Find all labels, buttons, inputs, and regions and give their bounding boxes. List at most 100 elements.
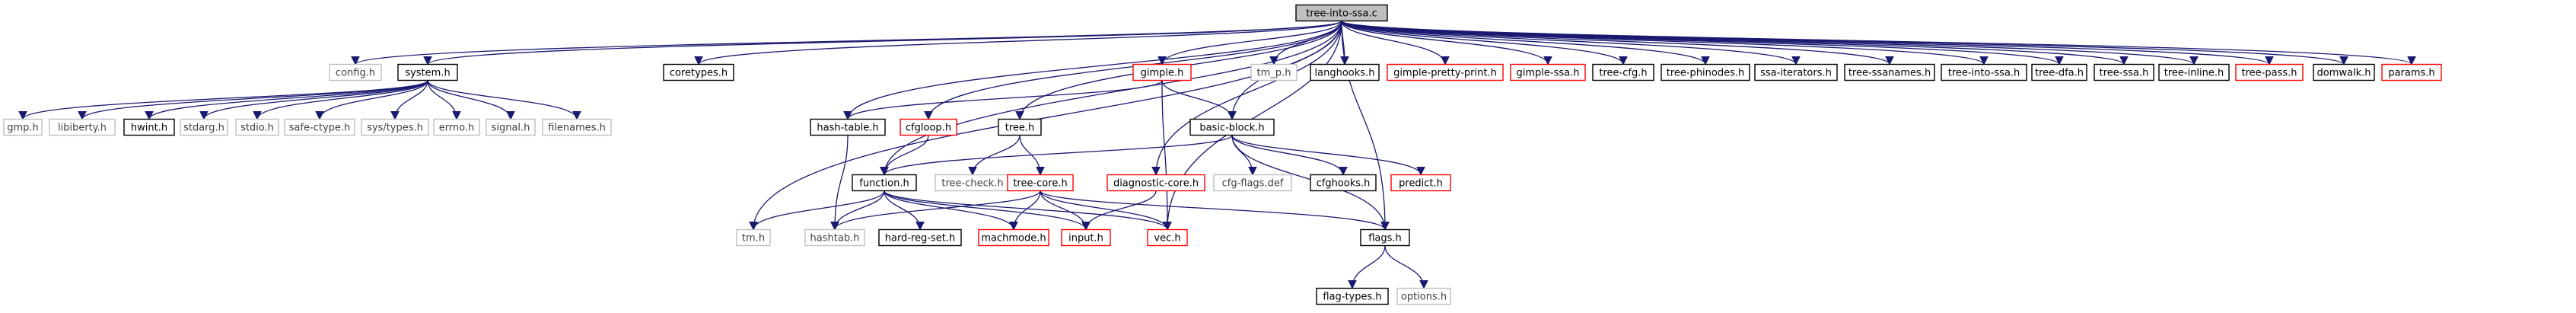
edge-line [1341,20,1801,65]
edge-line [253,80,428,120]
edge-line [1161,80,1237,120]
node-sys-types-h[interactable]: sys/types.h [361,118,429,136]
node-function-h[interactable]: function.h [852,174,917,192]
node-tree-phinodes-h[interactable]: tree-phinodes.h [1661,63,1750,81]
node-box [1007,174,1074,192]
node-box [1189,118,1275,136]
edge-line [427,80,461,120]
node-gimple-h[interactable]: gimple.h [1132,63,1192,81]
node-label: tree-cfg.h [1599,68,1647,79]
node-label: coretypes.h [670,68,728,79]
edge-tree-core-h-to-input-h [1040,190,1091,231]
edge-tree-into-ssa-c-to-tm-h [749,21,1342,231]
node-input-h[interactable]: input.h [1061,228,1111,247]
edge-basic-block-h-to-function-h [880,134,1233,176]
node-tree-pass-h[interactable]: tree-pass.h [2235,63,2304,81]
node-label: cfgloop.h [906,123,951,134]
node-ssa-iterators-h[interactable]: ssa-iterators.h [1754,63,1838,81]
node-gmp-h[interactable]: gmp.h [3,118,43,136]
node-flags-h[interactable]: flags.h [1360,228,1410,247]
edge-line [1348,245,1386,289]
edge-line [694,20,1342,65]
node-box [2381,63,2442,81]
node-label: tree-ssanames.h [1848,68,1931,79]
node-langhooks-h[interactable]: langhooks.h [1310,63,1380,81]
node-tree-ssa-h[interactable]: tree-ssa.h [2094,63,2154,81]
node-tree-check-h[interactable]: tree-check.h [935,174,1011,192]
edge-line [880,134,1233,176]
node-signal-h[interactable]: signal.h [486,118,536,136]
node-gimple-pretty-print-h[interactable]: gimple-pretty-print.h [1387,63,1504,81]
edge-gimple-h-to-basic-block-h [1161,80,1237,120]
node-box [1310,63,1380,81]
edge-line [1269,21,1342,65]
edge-cfgloop-h-to-function-h [880,135,929,176]
node-coretypes-h[interactable]: coretypes.h [663,63,734,81]
node-stdarg-h[interactable]: stdarg.h [180,118,228,136]
edge-tree-into-ssa-c-to-tree-ssanames-h [1341,20,1894,65]
edge-line [1341,21,1628,65]
node-label: filenames.h [548,123,606,134]
node-tree-dfa-h[interactable]: tree-dfa.h [2031,63,2087,81]
node-safe-ctype-h[interactable]: safe-ctype.h [284,118,355,136]
edge-line [78,79,428,120]
node-tree-cfg-h[interactable]: tree-cfg.h [1592,63,1654,81]
edge-tree-core-h-to-machmode-h [1009,190,1041,231]
node-hashtab-h[interactable]: hashtab.h [804,228,865,247]
node-tree-h[interactable]: tree.h [998,118,1042,136]
node-box [900,118,957,136]
node-options-h[interactable]: options.h [1396,287,1451,305]
node-cfghooks-h[interactable]: cfghooks.h [1310,174,1377,192]
node-errno-h[interactable]: errno.h [433,118,480,136]
node-predict-h[interactable]: predict.h [1390,174,1451,192]
node-cfgloop-h[interactable]: cfgloop.h [900,118,957,136]
edge-line [199,80,428,120]
node-machmode-h[interactable]: machmode.h [978,228,1049,247]
node-tree-ssanames-h[interactable]: tree-ssanames.h [1844,63,1935,81]
node-filenames-h[interactable]: filenames.h [542,118,612,136]
node-tree-inline-h[interactable]: tree-inline.h [2158,63,2230,81]
node-flag-types-h[interactable]: flag-types.h [1316,287,1389,305]
node-box [1754,63,1838,81]
edge-system-h-to-filenames-h [427,80,581,120]
node-vec-h[interactable]: vec.h [1147,228,1188,247]
node-system-h[interactable]: system.h [397,63,458,81]
node-cfg-flags-def[interactable]: cfg-flags.def [1213,174,1292,192]
edge-line [427,80,515,120]
node-diagnostic-core-h[interactable]: diagnostic-core.h [1107,174,1205,192]
edge-line [1040,190,1390,231]
node-hard-reg-set-h[interactable]: hard-reg-set.h [878,228,962,247]
edge-line [315,80,428,120]
edge-line [1009,190,1041,231]
node-box [1250,63,1298,81]
node-domwalk-h[interactable]: domwalk.h [2313,63,2375,81]
node-tm-p-h[interactable]: tm_p.h [1250,63,1298,81]
node-label: tm.h [742,233,765,244]
node-libiberty-h[interactable]: libiberty.h [49,118,116,136]
node-box [329,63,382,81]
node-hwint-h[interactable]: hwint.h [123,118,175,136]
edge-tree-into-ssa-c-to-coretypes-h [694,20,1342,65]
node-params-h[interactable]: params.h [2381,63,2442,81]
edge-line [1341,21,1390,231]
node-tm-h[interactable]: tm.h [736,228,771,247]
edge-line [1341,21,1552,65]
node-basic-block-h[interactable]: basic-block.h [1189,118,1275,136]
node-gimple-ssa-h[interactable]: gimple-ssa.h [1510,63,1586,81]
node-label: input.h [1068,233,1103,244]
edge-tree-into-ssa-c-to-tree-cfg-h [1341,21,1628,65]
node-tree-into-ssa-h[interactable]: tree-into-ssa.h [1941,63,2027,81]
edge-gimple-h-to-vec-h [1161,80,1172,231]
edge-function-h-to-input-h [884,190,1091,231]
node-box [1390,174,1451,192]
node-label: stdio.h [240,123,274,134]
edge-tree-into-ssa-c-to-function-h [880,21,1342,176]
node-tree-core-h[interactable]: tree-core.h [1007,174,1074,192]
node-label: tree.h [1005,123,1035,134]
node-hash-table-h[interactable]: hash-table.h [810,118,886,136]
node-config-h[interactable]: config.h [329,63,382,81]
node-label: params.h [2388,68,2434,79]
node-box [878,228,962,247]
node-box [3,118,43,136]
node-stdio-h[interactable]: stdio.h [235,118,279,136]
